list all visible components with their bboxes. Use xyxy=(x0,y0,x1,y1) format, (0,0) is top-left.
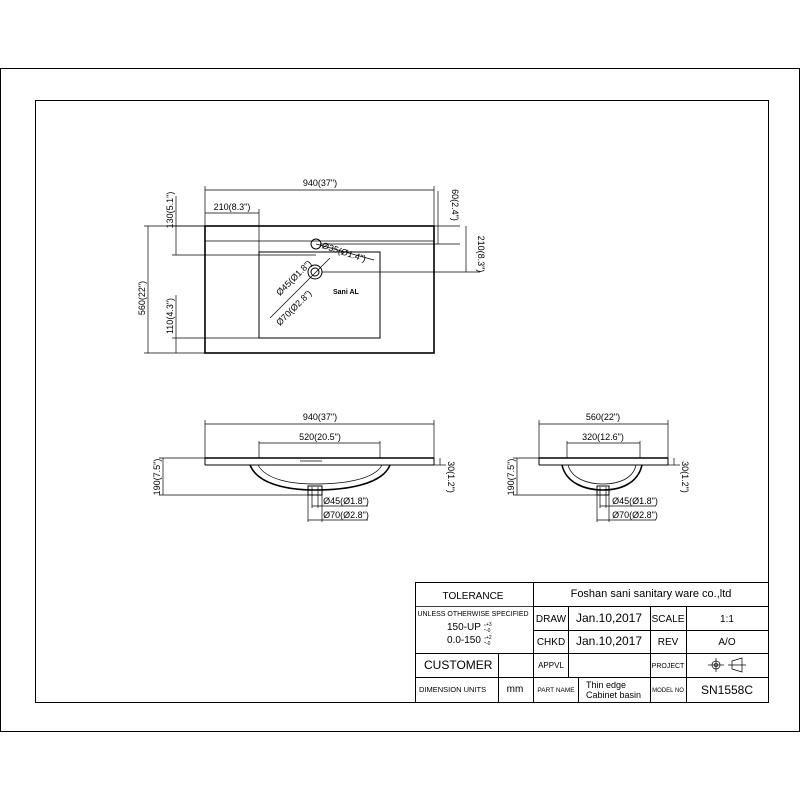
scale-value: 1:1 xyxy=(720,614,734,625)
front-bowl-dim: 520(20.5") xyxy=(299,432,341,442)
top-view: Sani AL 940(37") 210(8.3") 130(5.1") 60(… xyxy=(137,178,486,354)
units-value: mm xyxy=(507,684,524,695)
title-block: TOLERANCE UNLESS OTHERWISE SPECIFIED 150… xyxy=(415,582,769,703)
tol-2: 0.0-150 : xyxy=(447,635,486,646)
model-no-label: MODEL NO xyxy=(652,688,684,694)
side-drain-45: Ø45(Ø1.8") xyxy=(612,496,658,506)
draw-date: Jan.10,2017 xyxy=(576,611,642,625)
rev-value: A/O xyxy=(718,637,735,648)
tol-1-sup: +3 xyxy=(486,622,492,628)
top-depth-dim: 560(22") xyxy=(137,281,147,315)
model-no-value: SN1558C xyxy=(701,683,753,697)
appvl-label: APPVL xyxy=(538,661,564,670)
front-width-dim: 940(37") xyxy=(303,412,337,422)
side-bowl-dim: 320(12.6") xyxy=(582,432,624,442)
scale-label: SCALE xyxy=(652,614,685,625)
front-drain-70: Ø70(Ø2.8") xyxy=(323,510,369,520)
side-edge-dim: 30(1.2") xyxy=(680,461,690,493)
top-210-dim: 210(8.3") xyxy=(476,236,486,273)
chkd-date: Jan.10,2017 xyxy=(576,634,642,648)
company-name: Foshan sani sanitary ware co.,ltd xyxy=(571,588,732,600)
draw-label: DRAW xyxy=(536,614,567,625)
part-name-1: Thin edge xyxy=(586,680,626,690)
outer-frame xyxy=(0,68,800,732)
bowl-outline xyxy=(258,251,381,339)
side-view: 560(22") 320(12.6") 190(7.5") 30(1.2") Ø… xyxy=(506,412,690,522)
front-edge-dim: 30(1.2") xyxy=(446,461,456,493)
side-width-dim: 560(22") xyxy=(586,412,620,422)
side-drain xyxy=(596,485,610,496)
side-bowl xyxy=(561,464,643,491)
tol-2-sub: -0 xyxy=(486,641,491,647)
top-130-dim: 130(5.1") xyxy=(165,192,175,229)
front-bowl xyxy=(249,464,391,491)
side-height-dim: 190(7.5") xyxy=(506,459,516,496)
chkd-label: CHKD xyxy=(537,637,565,648)
front-view: 940(37") 520(20.5") 190(7.5") 30(1.2") Ø… xyxy=(152,412,456,522)
top-left-offset-dim: 210(8.3") xyxy=(214,202,251,212)
front-height-dim: 190(7.5") xyxy=(152,459,162,496)
side-drain-70: Ø70(Ø2.8") xyxy=(612,510,658,520)
tolerance-label: TOLERANCE xyxy=(443,591,504,602)
part-name-2: Cabinet basin xyxy=(586,690,641,700)
top-60-dim: 60(2.4") xyxy=(450,189,460,221)
unless-label: UNLESS OTHERWISE SPECIFIED xyxy=(417,611,528,618)
drain-leader xyxy=(269,257,331,319)
logo-mark: Sani AL xyxy=(333,289,360,296)
top-width-dim: 940(37") xyxy=(303,178,337,188)
dimension-units-label: DIMENSION UNITS xyxy=(419,685,486,694)
tap-leader xyxy=(315,243,375,261)
tol-1: 150-UP : xyxy=(447,622,486,633)
rev-label: REV xyxy=(658,637,679,648)
project-label: PROJECT xyxy=(652,663,685,670)
top-110-dim: 110(4.3") xyxy=(165,298,175,334)
part-name-label: PART NAME xyxy=(537,687,575,694)
projection-symbol-icon xyxy=(708,657,746,673)
drain-inner xyxy=(310,267,320,277)
inner-frame xyxy=(35,100,769,703)
customer-label: CUSTOMER xyxy=(424,658,493,672)
tol-2-sup: +2 xyxy=(486,635,492,641)
front-drain-45: Ø45(Ø1.8") xyxy=(323,496,369,506)
countertop-outline xyxy=(204,225,435,354)
tol-1-sub: -0 xyxy=(486,628,491,634)
front-drain xyxy=(307,485,323,496)
